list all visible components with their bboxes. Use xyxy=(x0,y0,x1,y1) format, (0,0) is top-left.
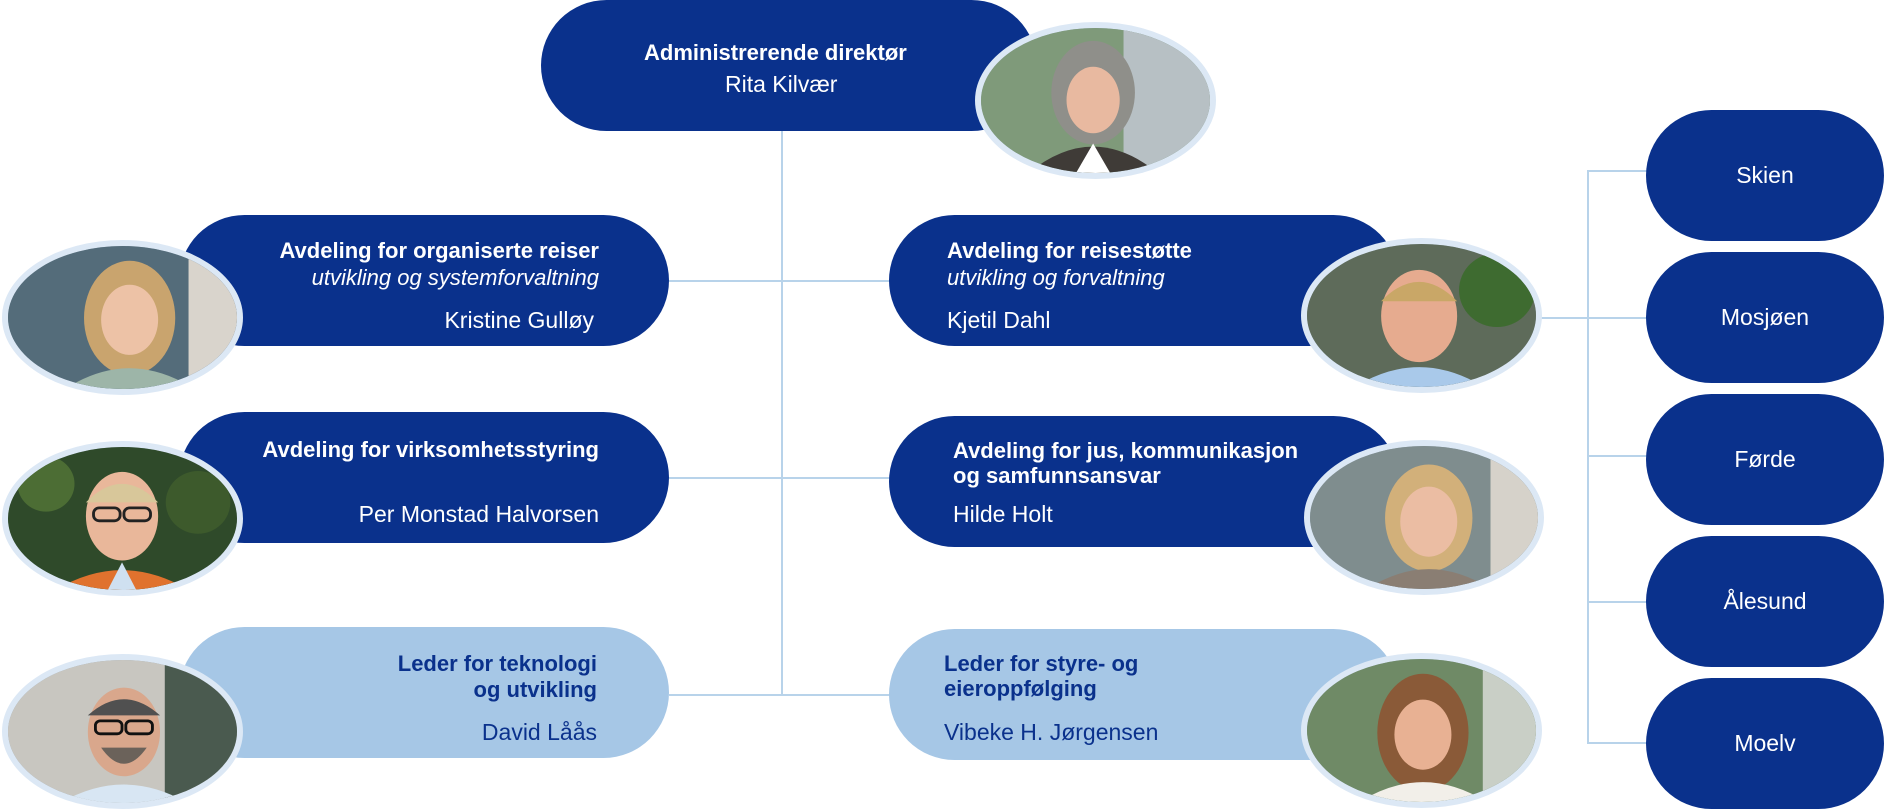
city-alesund: Ålesund xyxy=(1646,536,1884,667)
connector-right-3 xyxy=(781,694,891,696)
connector-right-1 xyxy=(781,280,891,282)
city-skien: Skien xyxy=(1646,110,1884,241)
dept-organiserte-reiser-title: Avdeling for organiserte reiser xyxy=(279,238,599,263)
ceo-box: Administrerende direktør Rita Kilvær xyxy=(541,0,1037,131)
connector-left-3 xyxy=(669,694,783,696)
person-photo-david xyxy=(2,654,243,809)
dept-jus-kommunikasjon-title-line2: og samfunnsansvar xyxy=(953,463,1161,488)
city-forde: Førde xyxy=(1646,394,1884,525)
leader-teknologi-name: David Låås xyxy=(481,719,597,745)
connector-left-1 xyxy=(669,280,783,282)
connector-city-mosjoen xyxy=(1587,317,1647,319)
dept-organiserte-reiser-subtitle: utvikling og systemforvaltning xyxy=(311,265,599,290)
person-photo-hilde xyxy=(1304,440,1544,595)
connector-right-2 xyxy=(781,477,891,479)
leader-styre-title-line2: eieroppfølging xyxy=(944,676,1097,701)
connector-vertical-main xyxy=(781,131,783,696)
dept-jus-kommunikasjon-name: Hilde Holt xyxy=(953,501,1053,527)
person-photo-kristine xyxy=(2,240,243,395)
connector-city-moelv xyxy=(1587,742,1647,744)
leader-teknologi-title-line1: Leder for teknologi xyxy=(397,651,597,676)
connector-city-skien xyxy=(1587,170,1647,172)
ceo-name: Rita Kilvær xyxy=(725,71,838,97)
dept-organiserte-reiser-box: Avdeling for organiserte reiser utviklin… xyxy=(179,215,669,346)
dept-reisestotte-title: Avdeling for reisestøtte xyxy=(947,238,1192,263)
leader-teknologi-box: Leder for teknologi og utvikling David L… xyxy=(179,627,669,758)
dept-jus-kommunikasjon-title-line1: Avdeling for jus, kommunikasjon xyxy=(953,438,1299,463)
dept-virksomhetsstyring-box: Avdeling for virksomhetsstyring Per Mons… xyxy=(179,412,669,543)
leader-styre-name: Vibeke H. Jørgensen xyxy=(944,719,1159,745)
connector-city-forde xyxy=(1587,455,1647,457)
dept-virksomhetsstyring-name: Per Monstad Halvorsen xyxy=(358,501,599,527)
city-moelv: Moelv xyxy=(1646,678,1884,809)
dept-reisestotte-subtitle: utvikling og forvaltning xyxy=(947,265,1165,290)
person-photo-vibeke xyxy=(1301,653,1542,808)
person-photo-kjetil xyxy=(1301,238,1542,393)
connector-left-2 xyxy=(669,477,783,479)
ceo-photo xyxy=(975,22,1216,179)
connector-cities-vertical xyxy=(1587,170,1589,744)
ceo-title: Administrerende direktør xyxy=(644,40,907,65)
city-mosjoen: Mosjøen xyxy=(1646,252,1884,383)
leader-teknologi-title-line2: og utvikling xyxy=(473,677,597,702)
connector-city-alesund xyxy=(1587,601,1647,603)
person-photo-per xyxy=(2,441,243,596)
leader-styre-title-line1: Leder for styre- og xyxy=(944,651,1139,676)
connector-to-cities xyxy=(1540,317,1588,319)
dept-organiserte-reiser-name: Kristine Gulløy xyxy=(444,307,594,333)
dept-virksomhetsstyring-title: Avdeling for virksomhetsstyring xyxy=(262,437,599,462)
dept-reisestotte-name: Kjetil Dahl xyxy=(947,307,1051,333)
